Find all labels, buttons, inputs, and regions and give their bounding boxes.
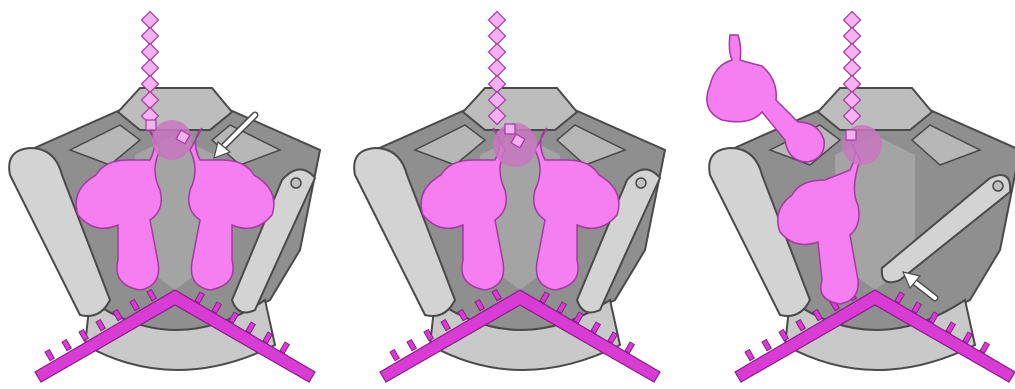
panel-1 — [9, 12, 320, 382]
panel-3 — [707, 12, 1015, 382]
panel-2 — [354, 12, 665, 382]
